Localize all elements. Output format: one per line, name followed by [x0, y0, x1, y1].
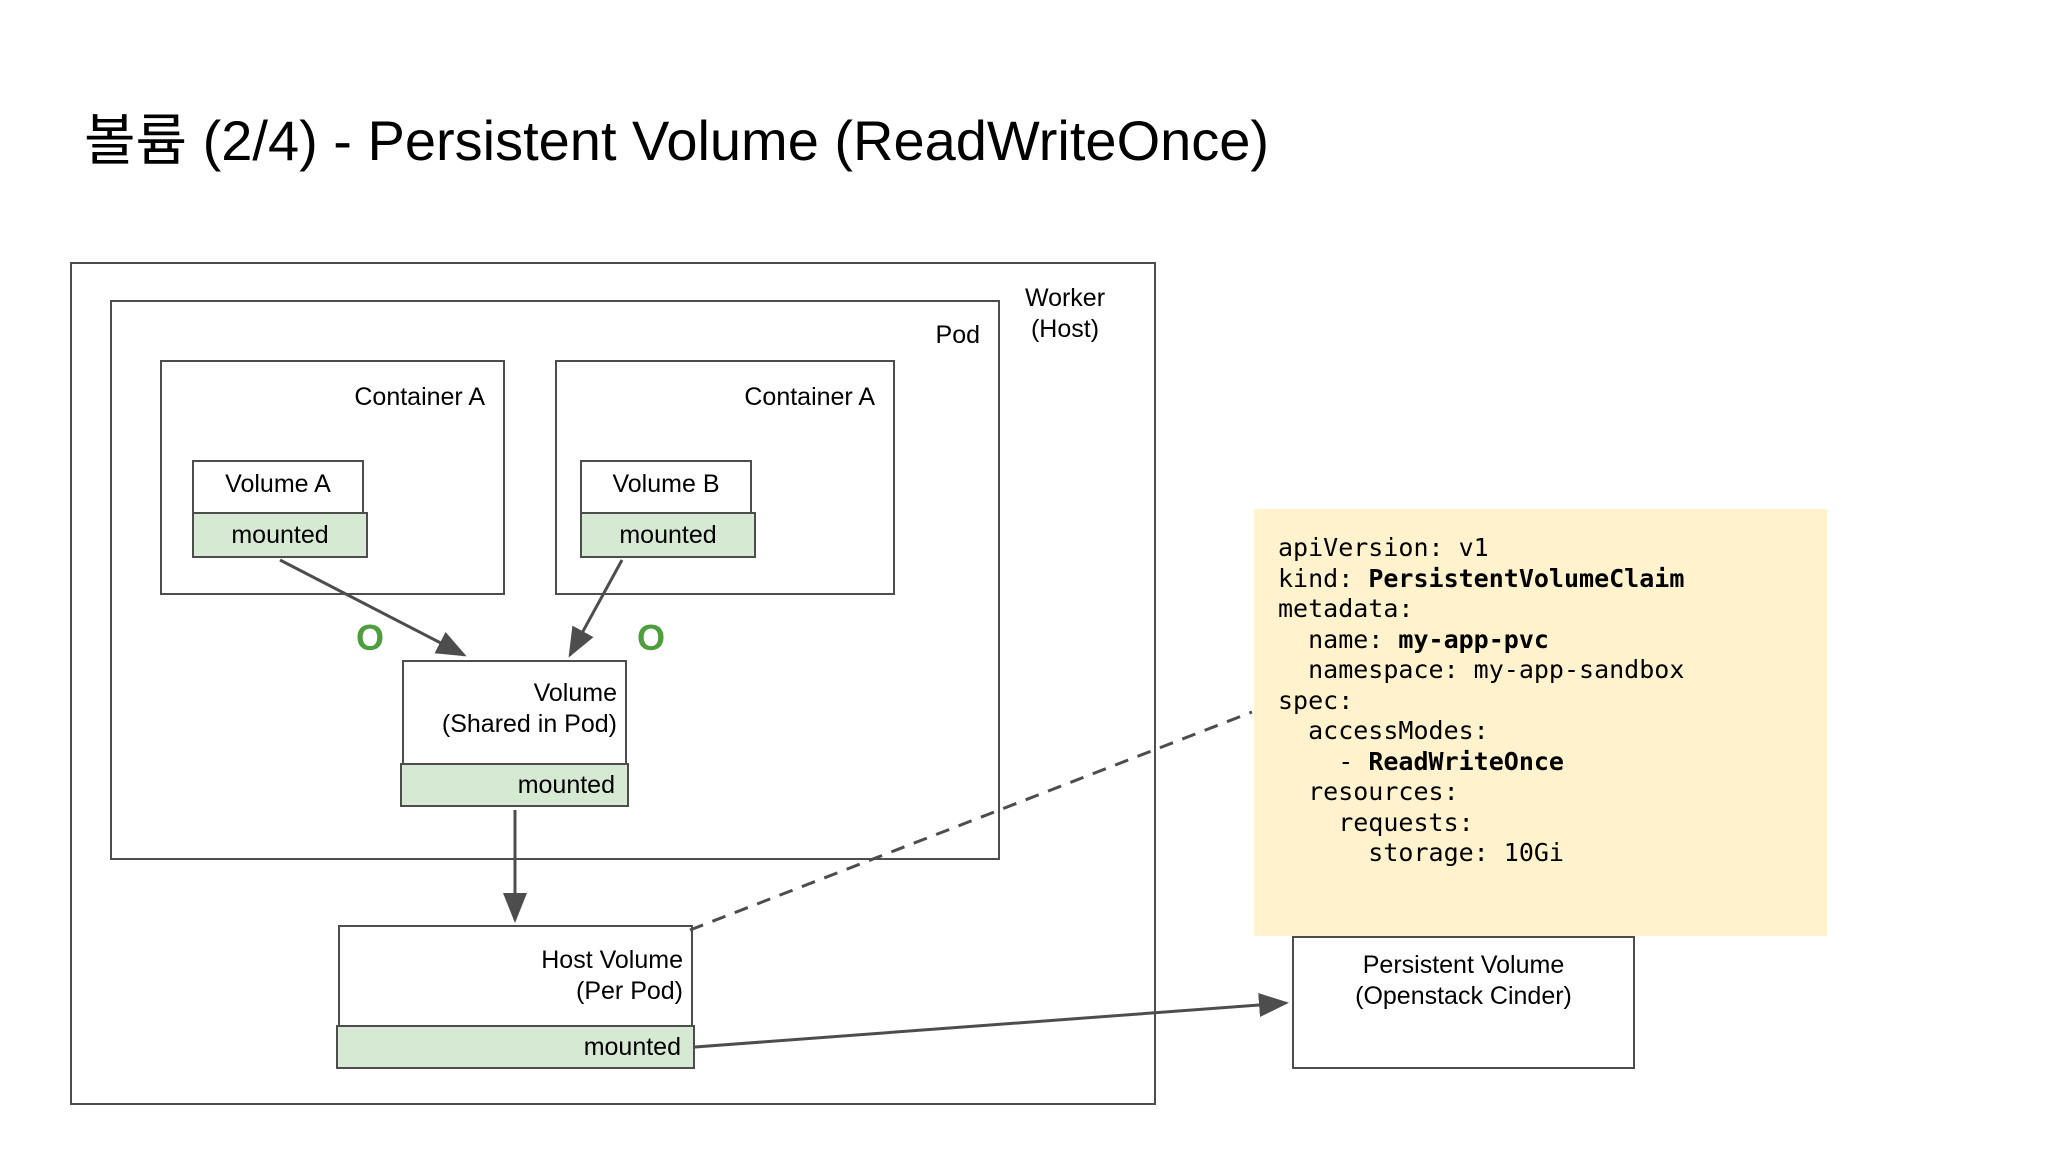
volume-b-mounted-badge: mounted: [580, 512, 756, 558]
shared-volume-mounted-badge: mounted: [400, 763, 629, 807]
volume-a-box: Volume A mounted: [192, 460, 368, 558]
host-volume-label: Host Volume (Per Pod): [541, 946, 683, 1006]
persistent-volume-label: Persistent Volume (Openstack Cinder): [1355, 951, 1572, 1011]
mount-marker-o-left-icon: O: [356, 617, 385, 658]
pod-label: Pod: [935, 321, 980, 349]
pvc-yaml-note: apiVersion: v1 kind: PersistentVolumeCla…: [1254, 509, 1827, 936]
host-volume-mounted-badge: mounted: [336, 1025, 695, 1069]
shared-volume-label: Volume (Shared in Pod): [441, 679, 617, 739]
worker-host-label: Worker (Host): [1024, 284, 1106, 344]
persistent-volume-box: [1292, 936, 1635, 1069]
volume-a-mounted-badge: mounted: [192, 512, 368, 558]
mount-marker-o-right-icon: O: [637, 617, 666, 658]
container-a-left-label: Container A: [354, 383, 485, 411]
pvc-yaml-code: apiVersion: v1 kind: PersistentVolumeCla…: [1278, 533, 1685, 867]
volume-b-title: Volume B: [612, 470, 720, 498]
container-a-right-label: Container A: [744, 383, 875, 411]
volume-a-title: Volume A: [225, 470, 331, 498]
volume-b-box: Volume B mounted: [580, 460, 756, 558]
page-title: 볼륨 (2/4) - Persistent Volume (ReadWriteO…: [84, 109, 1270, 172]
